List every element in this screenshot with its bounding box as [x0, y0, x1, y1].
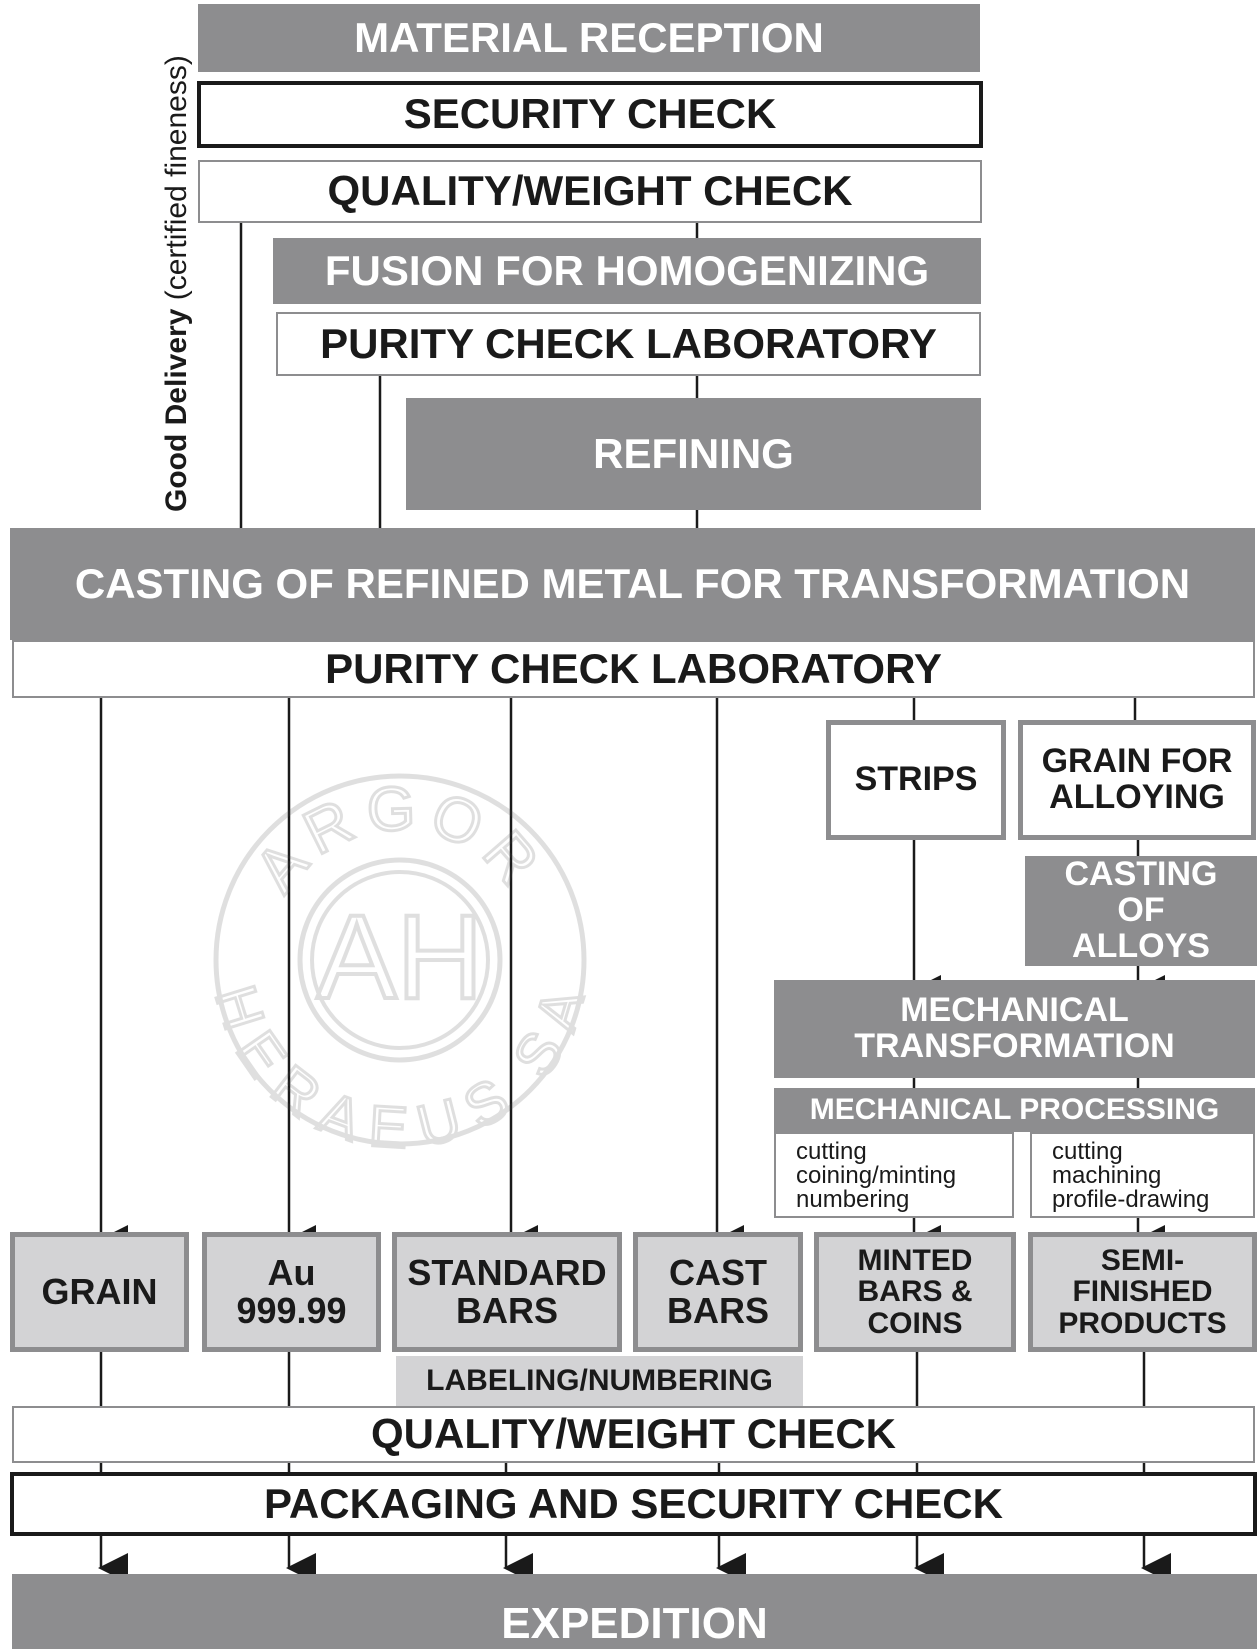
- product-standard-bars-box: STANDARD BARS: [392, 1232, 622, 1352]
- fusion-for-homogenizing-box: FUSION FOR HOMOGENIZING: [273, 238, 981, 304]
- certified-fineness-text: (certified fineness): [160, 55, 193, 301]
- good-delivery-label: Good Delivery (certified fineness): [160, 55, 194, 512]
- product-minted-bars-coins-box: MINTED BARS & COINS: [814, 1232, 1016, 1352]
- quality-weight-check-top-box: QUALITY/WEIGHT CHECK: [198, 160, 982, 223]
- material-reception-box: MATERIAL RECEPTION: [198, 4, 980, 72]
- quality-weight-check-bottom-box: QUALITY/WEIGHT CHECK: [12, 1406, 1255, 1463]
- grain-for-alloying-box: GRAIN FOR ALLOYING: [1018, 720, 1256, 840]
- svg-text:ARGOR: ARGOR: [242, 774, 558, 904]
- strips-box: STRIPS: [826, 720, 1006, 840]
- casting-refined-metal-box: CASTING OF REFINED METAL FOR TRANSFORMAT…: [10, 528, 1255, 640]
- product-au-99999-box: Au 999.99: [202, 1232, 381, 1352]
- security-check-box: SECURITY CHECK: [197, 81, 983, 148]
- purity-check-lab-main-box: PURITY CHECK LABORATORY: [12, 640, 1255, 698]
- purity-check-lab-top-box: PURITY CHECK LABORATORY: [276, 312, 981, 376]
- watermark-top-text: ARGOR: [241, 773, 550, 906]
- mechanical-processing-box: MECHANICAL PROCESSING: [774, 1088, 1255, 1132]
- product-grain-box: GRAIN: [10, 1232, 189, 1352]
- processing-right-list: cutting machining profile-drawing: [1030, 1132, 1255, 1218]
- expedition-box: EXPEDITION: [12, 1574, 1257, 1649]
- good-delivery-bold: Good Delivery: [160, 308, 193, 512]
- packaging-security-check-box: PACKAGING AND SECURITY CHECK: [10, 1472, 1257, 1536]
- product-cast-bars-box: CAST BARS: [633, 1232, 803, 1352]
- processing-left-list: cutting coining/minting numbering: [774, 1132, 1014, 1218]
- casting-of-alloys-box: CASTING OF ALLOYS: [1025, 856, 1257, 966]
- watermark-monogram: AH: [317, 890, 484, 1024]
- mechanical-transformation-box: MECHANICAL TRANSFORMATION: [774, 980, 1255, 1078]
- refining-box: REFINING: [406, 398, 981, 510]
- labeling-numbering-box: LABELING/NUMBERING: [396, 1356, 803, 1406]
- argor-heraeus-seal-watermark: ARGOR HERAEUS SA AH: [210, 773, 590, 1150]
- product-semi-finished-box: SEMI- FINISHED PRODUCTS: [1028, 1232, 1257, 1352]
